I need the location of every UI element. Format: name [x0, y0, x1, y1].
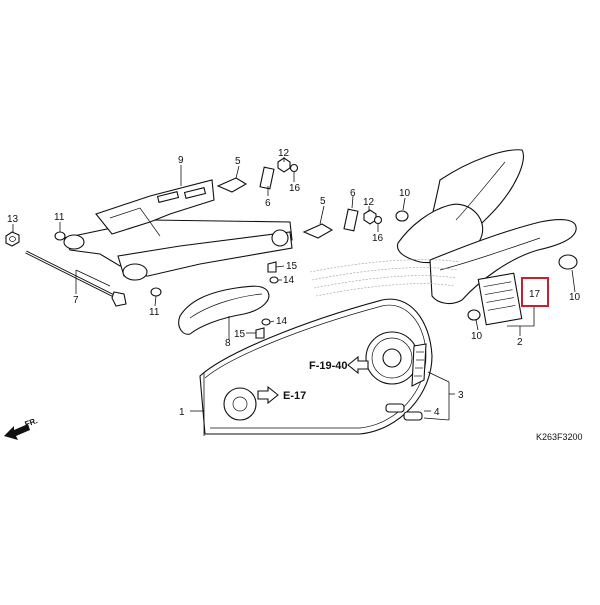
- part-number: 15: [286, 261, 298, 272]
- part-number: 10: [399, 188, 411, 199]
- hardware: [54, 157, 383, 339]
- part-number: 14: [276, 316, 288, 327]
- part-number: 7: [73, 295, 79, 306]
- part-number: 12: [278, 148, 290, 159]
- part-number: 6: [350, 188, 356, 199]
- part-number: 6: [265, 198, 271, 209]
- part-number: 11: [149, 307, 160, 318]
- leader-lines: [12, 157, 576, 436]
- part-number: 2: [517, 337, 523, 348]
- part-number: 10: [569, 292, 581, 303]
- part-number: 3: [458, 390, 464, 401]
- part-number: 10: [471, 331, 483, 342]
- chain-region: [309, 259, 461, 297]
- front-direction-arrow: [4, 424, 30, 440]
- drive-chain: [199, 298, 433, 435]
- front-direction-label: FR.: [24, 416, 39, 429]
- chain-links: [411, 343, 427, 387]
- part-number: 8: [225, 338, 231, 349]
- part-number: 14: [283, 275, 295, 286]
- part-number: 16: [372, 233, 384, 244]
- reference-arrow-e17: [257, 385, 279, 405]
- part-number-17: 17: [529, 289, 541, 300]
- part-number: 4: [434, 407, 440, 418]
- part-17-highlight: [521, 277, 549, 307]
- pivot-nut: [5, 231, 20, 247]
- part-number: 12: [363, 197, 375, 208]
- pivot-bolt: [25, 250, 127, 307]
- part-number: 16: [289, 183, 301, 194]
- reference-label-f1940: F-19-40: [309, 360, 348, 372]
- part-number: 13: [7, 214, 19, 225]
- part-number: 5: [235, 156, 241, 167]
- part-number: 5: [320, 196, 326, 207]
- part-number: 1: [179, 407, 185, 418]
- part-number: 15: [234, 329, 246, 340]
- part-number: 11: [54, 212, 65, 223]
- rear-fender: [395, 149, 578, 326]
- master-link: [385, 403, 423, 421]
- reference-label-e17: E-17: [283, 390, 306, 402]
- reference-arrow-f1940: [347, 355, 369, 375]
- part-number: 9: [178, 155, 184, 166]
- part-labels: 9 5 6 12 16 5 6 12 16 10 13 11 7 11 15 1…: [7, 148, 581, 418]
- chain-slider: [178, 285, 270, 335]
- drawing-code: K263F3200: [536, 432, 583, 442]
- swingarm: [63, 179, 293, 281]
